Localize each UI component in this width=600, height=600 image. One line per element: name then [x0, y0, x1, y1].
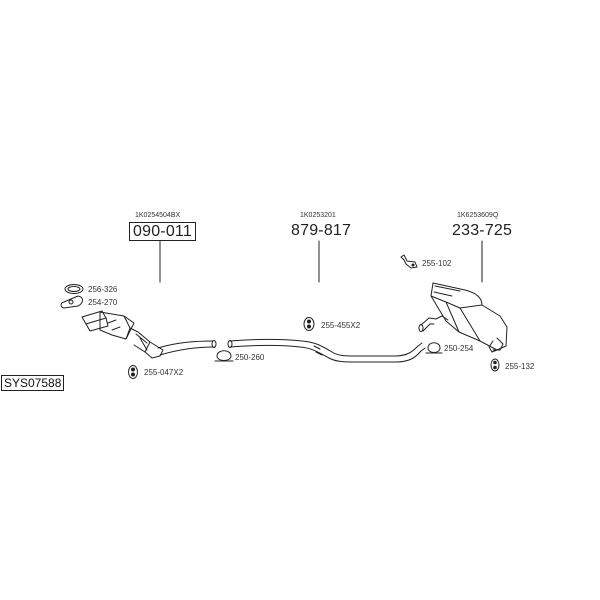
part-number-rear-silencer[interactable]: 233-725	[452, 222, 513, 239]
accessory-label-rear-mount[interactable]: 255-132	[505, 362, 535, 371]
gasket-ring-icon	[64, 284, 84, 294]
pipe-clamp-icon	[425, 342, 443, 354]
rubber-mount-icon	[128, 365, 138, 379]
accessory-label-flange-gasket[interactable]: 254-270	[88, 298, 118, 307]
hanger-bracket-icon	[400, 254, 418, 269]
oem-code-rear-silencer: 1K6253609Q	[457, 212, 499, 219]
middle-pipe-drawing	[227, 339, 426, 363]
flange-gasket-icon	[60, 295, 83, 309]
accessory-label-middle-mount[interactable]: 255-455X2	[321, 321, 361, 330]
accessory-label-hanger-bracket[interactable]: 255-102	[422, 259, 452, 268]
accessory-label-front-mount[interactable]: 255-047X2	[144, 368, 184, 377]
accessory-label-front-clamp[interactable]: 250-260	[235, 353, 265, 362]
oem-code-middle-pipe: 1K0253201	[300, 212, 336, 219]
oem-code-catalyst: 1K0254504BX	[135, 212, 181, 219]
system-code-label: SYS07588	[1, 375, 65, 391]
accessory-label-rear-clamp[interactable]: 250-254	[444, 344, 474, 353]
rear-silencer-drawing	[418, 282, 508, 353]
pipe-clamp-icon	[214, 350, 234, 362]
part-number-catalyst[interactable]: 090-011	[129, 222, 196, 241]
rubber-mount-icon	[490, 358, 500, 372]
rubber-mount-icon	[303, 317, 315, 331]
part-number-middle-pipe[interactable]: 879-817	[291, 222, 352, 239]
catalytic-converter-drawing	[81, 310, 217, 359]
accessory-label-gasket-ring[interactable]: 256-326	[88, 285, 118, 294]
